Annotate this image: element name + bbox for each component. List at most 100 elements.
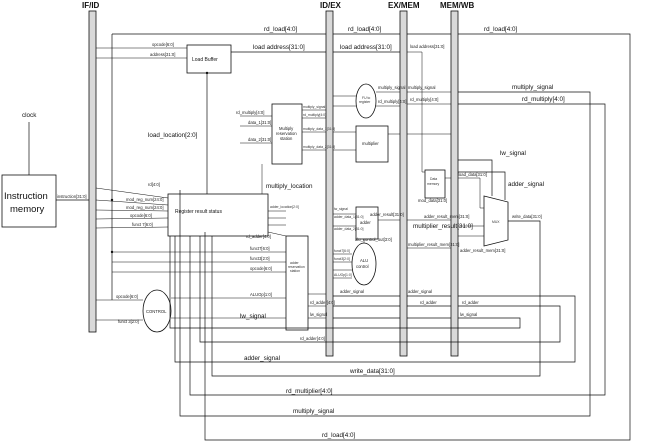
rd-adder-low-label: rd_adder[4:0] xyxy=(300,336,325,341)
load-buffer-label: Load Buffer xyxy=(192,57,218,63)
junction-dot xyxy=(205,71,209,75)
adder-result-label: adder_result[31:0] xyxy=(370,212,404,217)
multiply-signal-mem-label: multiply_signal xyxy=(408,85,436,90)
address-top-label: address[31:0] xyxy=(150,52,175,57)
multiplier-label: multiplier xyxy=(362,141,379,146)
rrs-to-adder-rs-4 xyxy=(267,231,287,237)
multiplier-block xyxy=(355,125,389,163)
opcode-mid-wire xyxy=(95,217,169,220)
adder-result-mem-b-label: adder_result_mem[31:0] xyxy=(460,248,505,253)
mem-wb-label: MEM/WB xyxy=(440,1,474,10)
data1-label: data_1[31:0] xyxy=(248,120,271,125)
adder-signal-right-label: adder_signal xyxy=(508,181,544,188)
lw-signal-back-wire xyxy=(169,236,521,329)
data-memory-label-2: memory xyxy=(427,182,440,186)
opcode-top-label: opcode[6:0] xyxy=(152,42,174,47)
bottom-rd-load-label: rd_load[4:0] xyxy=(322,432,356,439)
adder-data1-label: adder_data_1[31:0] xyxy=(334,215,363,219)
wires xyxy=(28,33,631,441)
load-data-label: load_data[31:0] xyxy=(458,172,487,177)
rd-load-wb-label: rd_load[4:0] xyxy=(484,26,518,33)
mux-block xyxy=(483,195,509,247)
rd-adder-mem-label: rd_adder xyxy=(420,300,437,305)
multiply-reservation-block xyxy=(271,103,303,165)
rd-multiply-wb-label: rd_multiply[4:0] xyxy=(522,96,565,103)
adder-block xyxy=(355,206,379,240)
data-memory-block xyxy=(424,169,446,199)
adder-reservation-label-2: reservation xyxy=(288,265,305,269)
fu-register-label-1: FU to xyxy=(362,96,370,100)
opcode-mid-label: opcode[6:0] xyxy=(130,213,152,218)
multiply-data2-label: multiply_data_2[31:0] xyxy=(303,145,335,149)
mod-reg-num-1-label: mod_reg_num[24:0] xyxy=(126,197,163,202)
multiplier-result-mem-label: multiplier_result_mem[31:0] xyxy=(408,242,459,247)
adder-signal-back-wire xyxy=(174,236,576,363)
lw-signal-left-label: lw_signal xyxy=(240,313,266,320)
register-result-status-label: Register result status xyxy=(175,209,222,215)
wb-rd-multiply xyxy=(189,103,606,396)
rd-multiply-in-label: rd_multiply[4:0] xyxy=(236,110,264,115)
mod-reg-num-2-wire xyxy=(95,209,169,212)
fu-register-block xyxy=(355,83,377,119)
wb-adder-signal xyxy=(458,171,506,200)
bottom-rd-multiplier-label: rd_multiplier[4:0] xyxy=(286,388,333,395)
bottom-write-data-label: write_data[31:0] xyxy=(349,368,395,375)
multiply-reservation-label-1: Multiply xyxy=(279,126,294,131)
rd-multiply-ex-label: rd_multiply[4:0] xyxy=(378,99,406,104)
if-id-register xyxy=(88,10,97,333)
opcodeb-label: opcode[6:0] xyxy=(250,266,272,271)
clock-label: clock xyxy=(22,112,37,119)
rd-multiply-mem-label: rd_multiply[4:0] xyxy=(410,97,438,102)
aluop-alu-label: ALUOp[1:0] xyxy=(334,273,352,277)
rd-load-ex-label: rd_load[4:0] xyxy=(348,26,382,33)
data-memory-label-1: Data xyxy=(430,177,437,181)
wb-multiply-signal xyxy=(179,91,591,417)
rd-wire xyxy=(95,187,169,199)
funct3-left-label: funct 3[2:0] xyxy=(118,319,139,324)
funct7-wire xyxy=(95,226,169,229)
write-data-wire xyxy=(211,220,541,377)
mod-reg-num-1-wire xyxy=(95,199,169,206)
lw-signal-right-label: lw_signal xyxy=(500,150,526,157)
aluop-label: ALUOp[1:0] xyxy=(250,292,272,297)
multiply-reservation-label-2: reservation xyxy=(276,131,297,136)
fu-register-label-2: register xyxy=(359,100,371,104)
load-address-mem-label: load address[31:0] xyxy=(410,44,444,49)
mux-label: MUX xyxy=(492,220,500,224)
ex-mem-register xyxy=(399,10,408,357)
multiply-signal-mul-label: multiply_signal xyxy=(303,105,325,109)
load-address-2-label: load address[31:0] xyxy=(340,44,392,51)
load-address-mem-wire xyxy=(407,51,425,173)
write-data-right-label: write_data[31:0] xyxy=(512,214,542,219)
rd-adder-wb-label: rd_adder xyxy=(462,300,479,305)
lw-sig-adder-label: lw_signal xyxy=(334,207,348,211)
instruction-memory-block xyxy=(1,174,57,228)
blocks: Instruction memory Load Buffer Register … xyxy=(1,44,509,333)
adder-result-mem-label: adder_result_mem[31:0] xyxy=(424,214,469,219)
junction-dot xyxy=(110,250,114,254)
adder-location-label: adder_location[2:0] xyxy=(270,205,299,209)
bottom-multiply-signal-label: multiply_signal xyxy=(293,408,334,415)
alu-control-label-2: control xyxy=(356,264,369,269)
multiply-reservation-label-3: station xyxy=(280,136,293,141)
data2-label: data_2[31:0] xyxy=(248,137,271,142)
ex-mem-label: EX/MEM xyxy=(388,1,420,10)
adder-reservation-label-3: station xyxy=(290,269,300,273)
register-result-status-block xyxy=(167,193,269,237)
load-address-1-label: load address[31:0] xyxy=(253,44,305,51)
funct3b-label: funct3[2:0] xyxy=(250,256,270,261)
instruction-memory-label-1: Instruction xyxy=(4,191,48,202)
bottom-adder-signal-label: adder_signal xyxy=(244,355,280,362)
mod-reg-num-2-label: mod_reg_num[24:0] xyxy=(126,205,163,210)
mem-wb-register xyxy=(450,10,459,357)
rd-load-wb-wire xyxy=(204,33,631,441)
rd-adder-in-label: rd_adder[4:0] xyxy=(246,234,271,239)
adder-reservation-block xyxy=(285,235,309,331)
if-id-label: IF/ID xyxy=(82,1,100,10)
mod-data-label: mod_data[31:0] xyxy=(418,198,447,203)
load-location-label: load_location[2:0] xyxy=(148,132,198,139)
multiplier-result-label: multiplier_result[31:0] xyxy=(413,223,473,230)
rd-load-top-label: rd_load[4:0] xyxy=(264,26,298,33)
multiply-data1-label: multiply_data_1[31:0] xyxy=(303,127,335,131)
